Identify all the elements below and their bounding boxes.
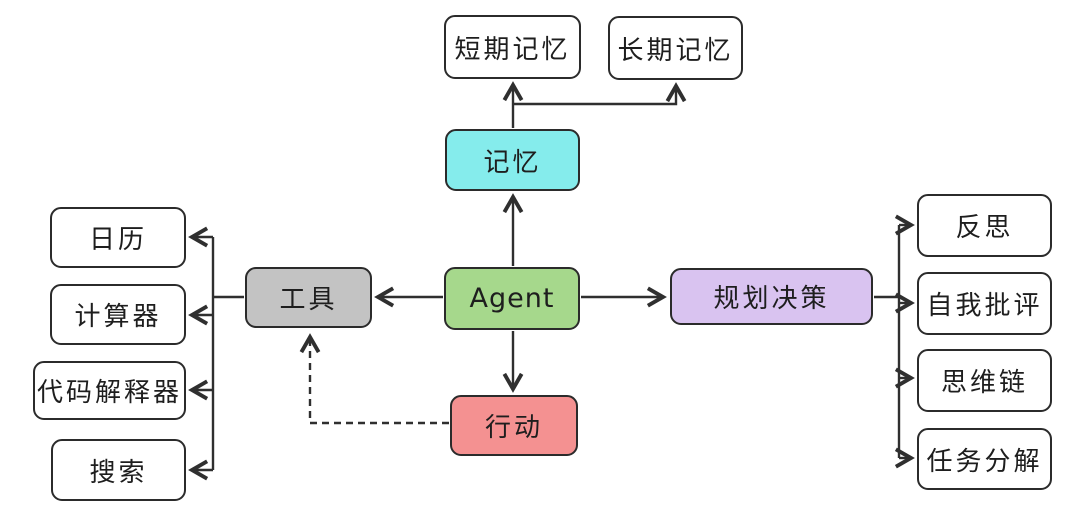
edge-memory-long-term [513,82,687,106]
node-task-decomposition: 任务分解 [917,428,1052,490]
edge-action-tools-dashed [299,333,449,425]
node-search: 搜索 [51,439,186,501]
node-memory: 记忆 [445,129,580,191]
node-self-critique: 自我批评 [917,272,1052,335]
node-calculator: 计算器 [50,284,186,345]
node-action: 行动 [450,395,578,456]
node-calendar: 日历 [50,207,186,268]
node-short-term-memory: 短期记忆 [444,15,581,79]
node-planning-decision: 规划决策 [670,268,873,325]
node-chain-of-thought: 思维链 [917,349,1052,412]
node-reflection: 反思 [917,194,1052,257]
node-long-term-memory: 长期记忆 [608,16,743,80]
node-agent: Agent [444,267,580,330]
node-tools: 工具 [245,267,372,328]
node-code-interpreter: 代码解释器 [33,361,186,420]
